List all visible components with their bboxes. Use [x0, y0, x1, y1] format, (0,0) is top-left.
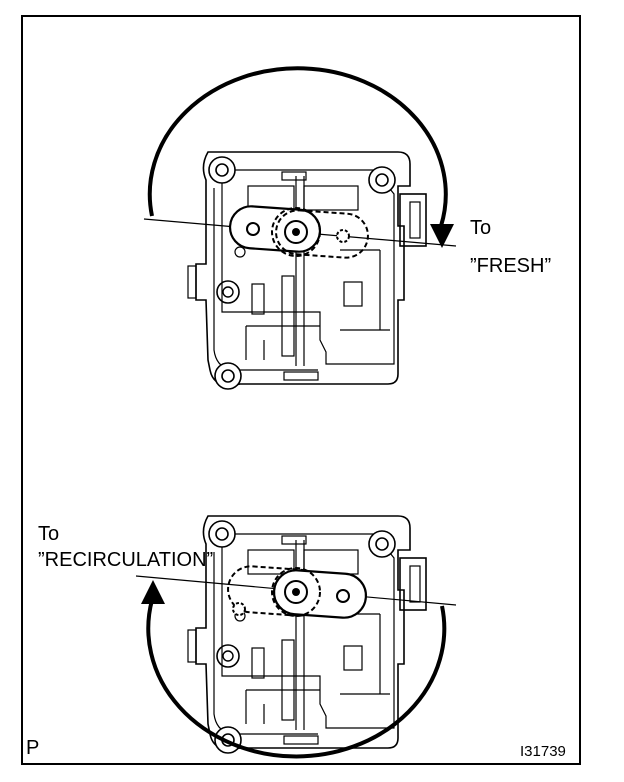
fresh-label: ”FRESH”	[470, 255, 552, 277]
bottom-rotation-arc	[146, 599, 447, 759]
top-arrowhead	[430, 224, 454, 248]
figure-frame	[21, 15, 581, 765]
bottom-to-label: To	[38, 523, 60, 545]
top-rotation-arc	[147, 66, 448, 227]
recirculation-label: ”RECIRCULATION”	[38, 549, 214, 571]
figure-code: I31739	[520, 743, 566, 760]
bottom-arrowhead	[141, 580, 165, 604]
top-to-label: To	[470, 217, 492, 239]
top-lever-dashed	[275, 209, 369, 259]
bottom-overlay	[135, 565, 457, 759]
corner-letter: P	[26, 737, 40, 759]
top-actuator	[143, 66, 457, 390]
